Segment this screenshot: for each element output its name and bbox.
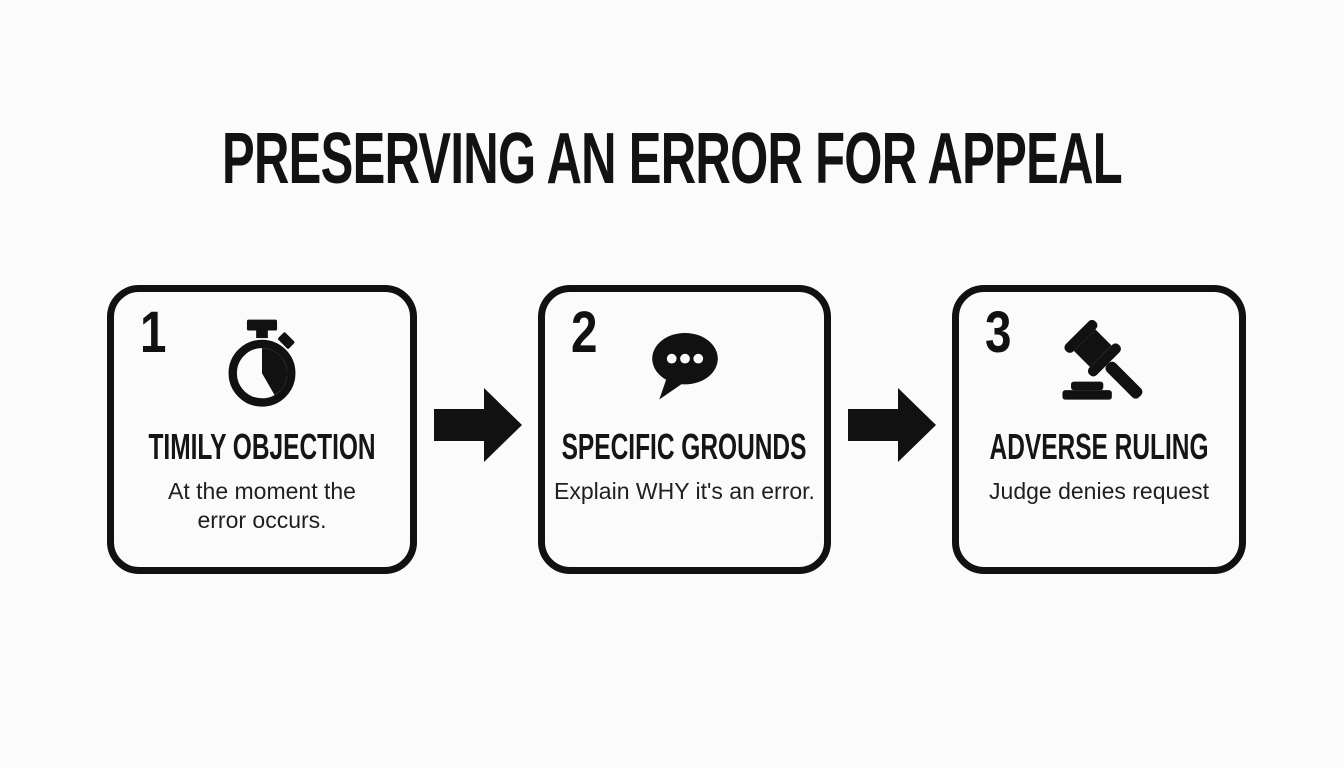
step-heading: ADVERSE RULING (989, 426, 1209, 467)
speech-bubble-icon (651, 332, 718, 400)
step-number: 2 (571, 300, 598, 365)
page-title: PRESERVING AN ERROR FOR APPEAL (221, 119, 1123, 199)
process-flow: 1 TIMILY OBJECTION At the moment the err… (0, 285, 1344, 574)
step-icon-area (218, 314, 306, 414)
step-icon-area (1047, 314, 1152, 414)
step-description: At the moment the error occurs. (168, 478, 356, 533)
step-description: Explain WHY it's an error. (554, 478, 815, 504)
flow-arrow-gap (417, 285, 538, 552)
stopwatch-icon (228, 319, 296, 407)
step-heading: TIMILY OBJECTION (148, 426, 376, 467)
gavel-icon (1061, 319, 1142, 400)
step-number: 3 (985, 300, 1012, 365)
step-number: 1 (140, 300, 167, 365)
step-description: Judge denies request (989, 478, 1209, 504)
arrow-right-icon (847, 387, 936, 462)
step-icon-area (640, 314, 730, 414)
step-heading: SPECIFIC GROUNDS (562, 426, 807, 467)
step-card-adverse-ruling: 3 ADVERSE RULING Judge denies request (952, 285, 1246, 574)
arrow-right-icon (433, 387, 522, 462)
step-card-specific-grounds: 2 SPECIFIC GROUNDS Explain WHY it's an e… (538, 285, 831, 574)
step-card-timely-objection: 1 TIMILY OBJECTION At the moment the err… (107, 285, 417, 574)
flow-arrow-gap (831, 285, 952, 552)
